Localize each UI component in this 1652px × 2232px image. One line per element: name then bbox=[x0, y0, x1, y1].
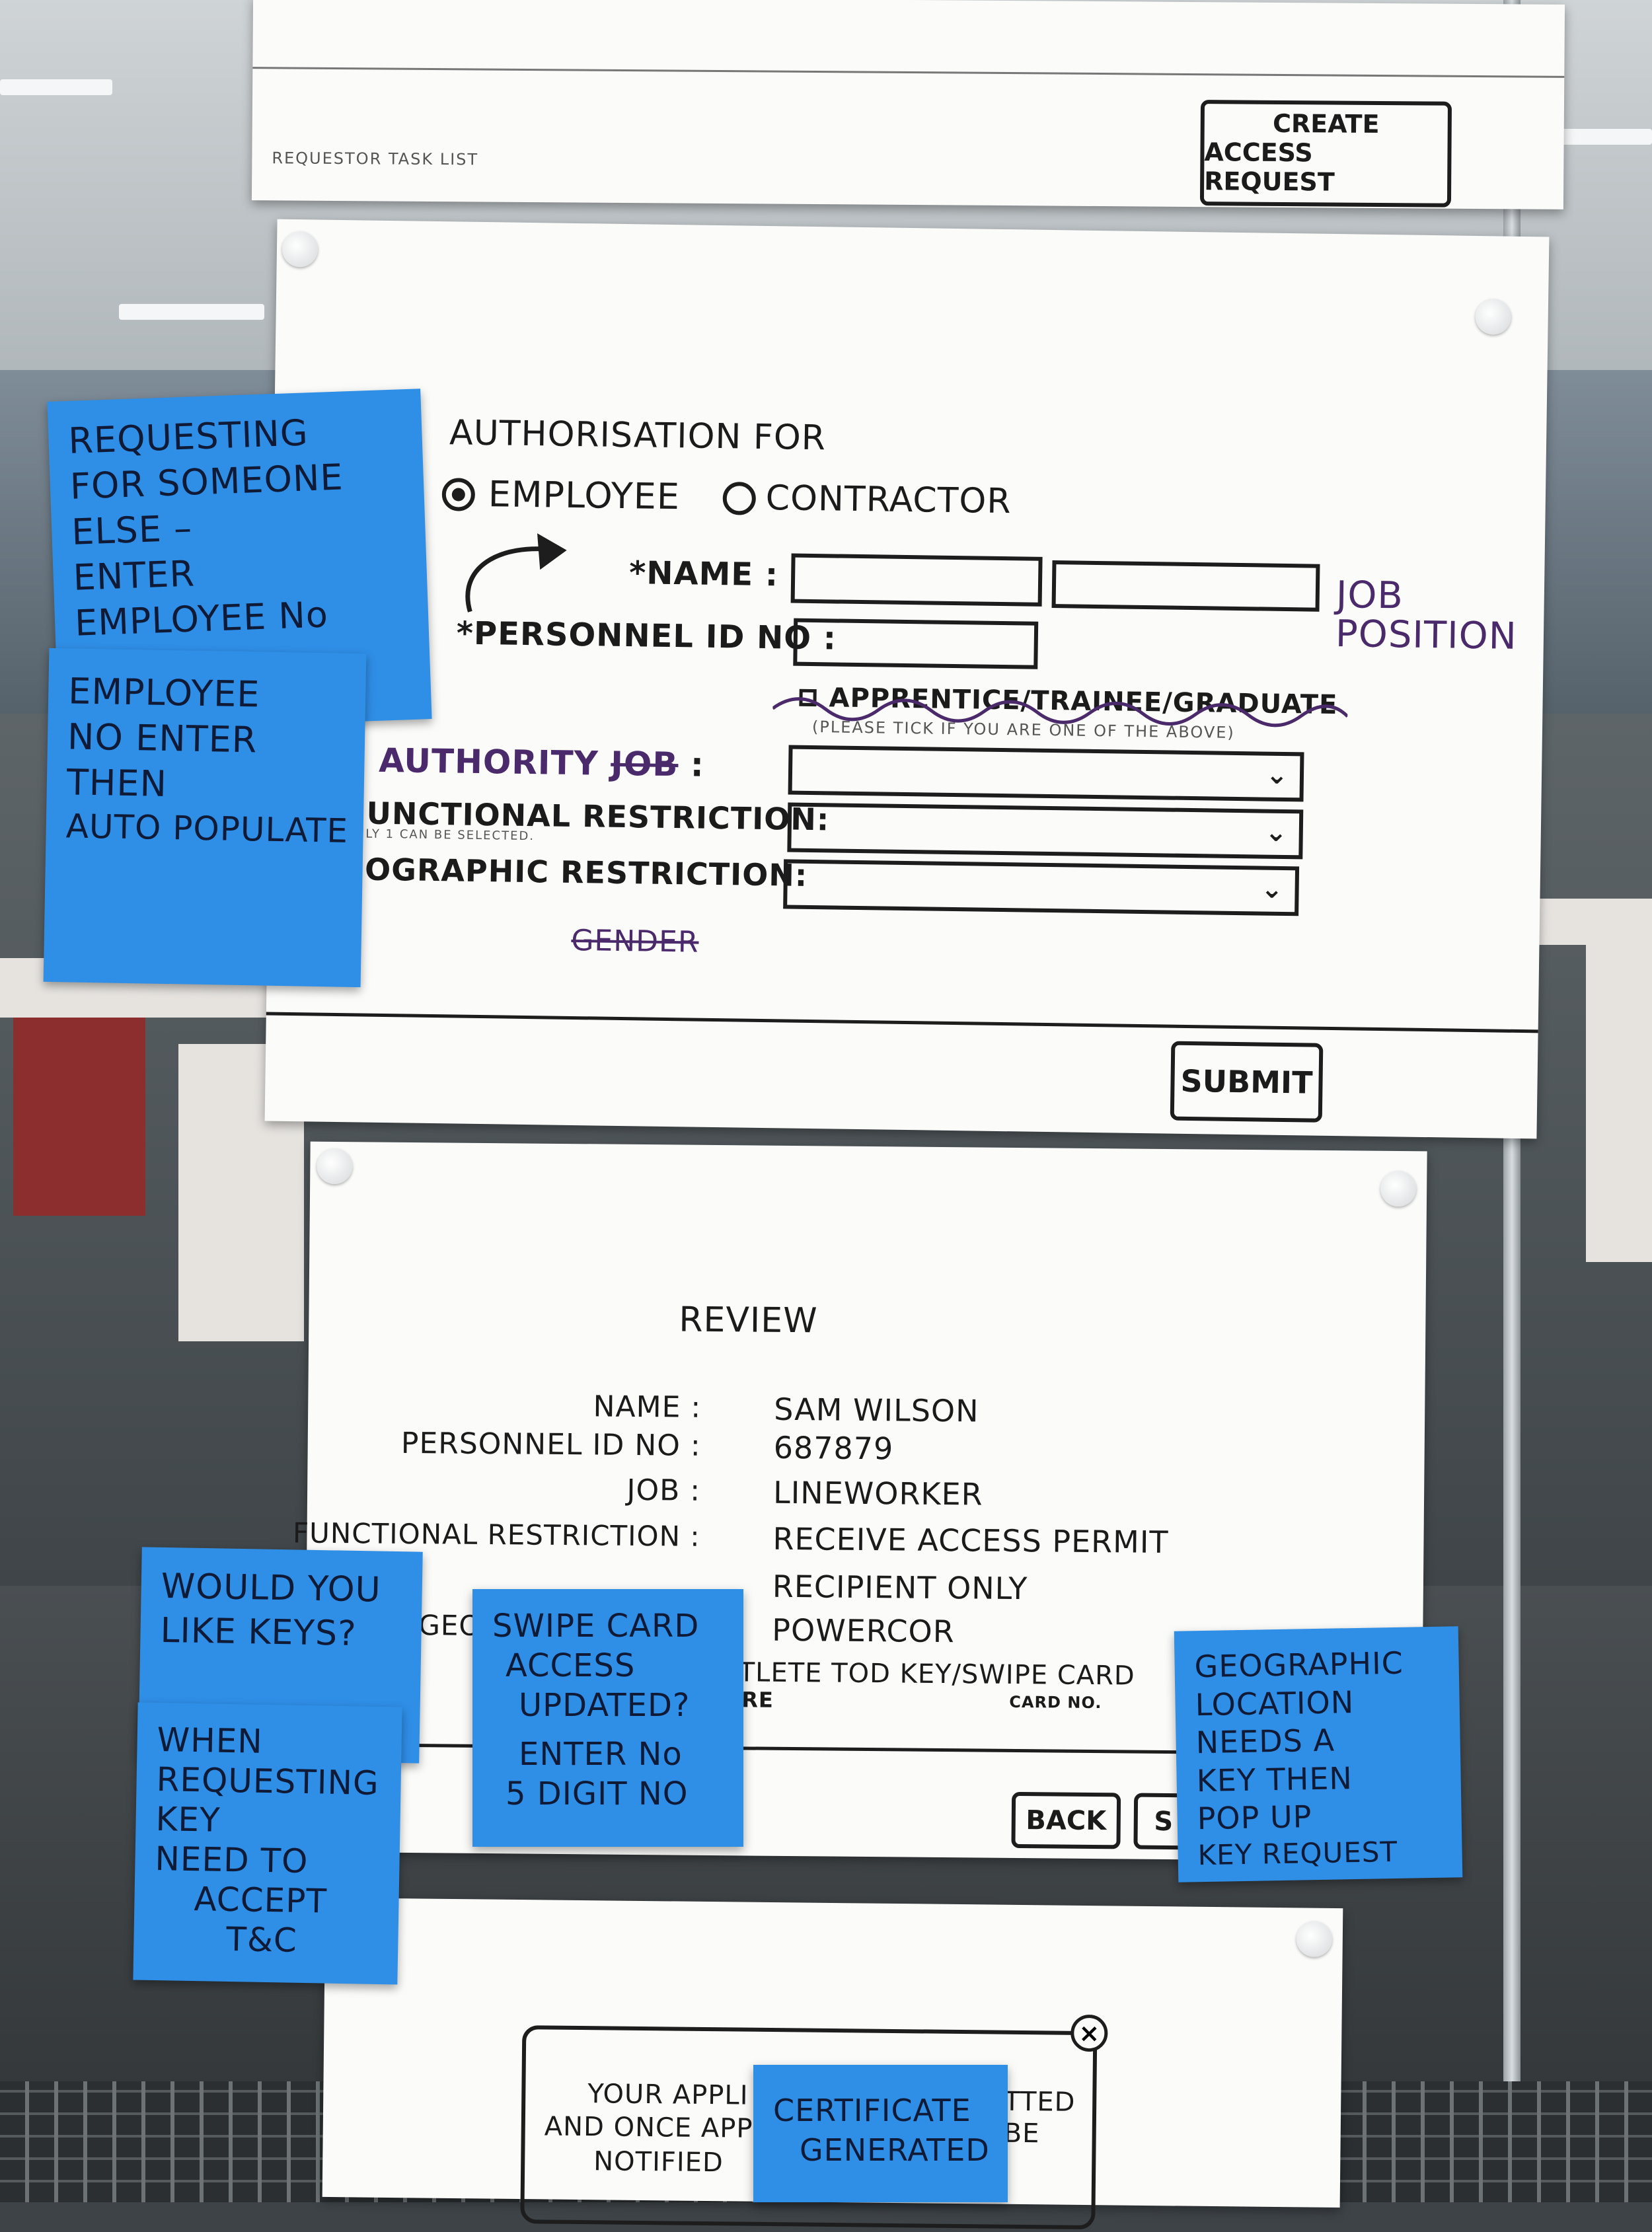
sticky-line: KEY THEN bbox=[1196, 1760, 1353, 1799]
sticky-line: GEOGRAPHIC bbox=[1194, 1645, 1404, 1685]
sticky-line: ENTER No bbox=[519, 1736, 683, 1773]
sticky-line: KEY REQUEST bbox=[1197, 1835, 1398, 1871]
last-name-field[interactable] bbox=[1051, 560, 1320, 612]
sticky-note-swipe-card: SWIPE CARD ACCESS UPDATED? ENTER No 5 DI… bbox=[472, 1589, 743, 1847]
chevron-down-icon: ⌄ bbox=[1264, 817, 1288, 848]
sticky-note-geographic: GEOGRAPHIC LOCATION NEEDS A KEY THEN POP… bbox=[1174, 1626, 1463, 1882]
sticky-note-certificate: CERTIFICATE GENERATED bbox=[753, 2065, 1008, 2202]
review-label: FUNCTIONAL RESTRICTION : bbox=[292, 1516, 700, 1553]
authorisation-form-sheet: AUTHORISATION FOR EMPLOYEE CONTRACTOR *N… bbox=[264, 219, 1550, 1139]
position-note-line: POSITION bbox=[1335, 612, 1518, 658]
sticky-line: NEEDS A bbox=[1195, 1722, 1335, 1761]
submit-button[interactable]: SUBMIT bbox=[1170, 1041, 1324, 1123]
sticky-line: NO ENTER bbox=[67, 716, 258, 761]
struck-gender-option: GENDER bbox=[571, 923, 699, 959]
sticky-line: LIKE KEYS? bbox=[160, 1610, 357, 1654]
authority-select[interactable]: ⌄ bbox=[788, 745, 1304, 802]
review-value: POWERCOR bbox=[772, 1612, 955, 1650]
card-no-note: CARD NO. bbox=[1009, 1692, 1102, 1713]
confirmation-text-left: AND ONCE APP bbox=[544, 2111, 753, 2144]
functional-hint: ONLY 1 CAN BE SELECTED. bbox=[344, 827, 535, 844]
sticky-line: 5 DIGIT NO bbox=[506, 1775, 689, 1812]
review-value: RECIPIENT ONLY bbox=[772, 1568, 1028, 1607]
scribble-line bbox=[772, 697, 1348, 727]
sticky-line: THEN bbox=[66, 761, 168, 805]
sticky-line: CERTIFICATE bbox=[773, 2093, 971, 2128]
sticky-line: WOULD YOU bbox=[161, 1566, 382, 1610]
employee-radio[interactable] bbox=[441, 478, 476, 511]
sticky-line: T&C bbox=[225, 1919, 298, 1960]
review-label: PERSONNEL ID NO : bbox=[400, 1426, 701, 1463]
review-value: RECEIVE ACCESS PERMIT bbox=[772, 1520, 1169, 1561]
personnel-id-field[interactable] bbox=[793, 618, 1039, 669]
geographic-restriction-select[interactable]: ⌄ bbox=[783, 859, 1300, 916]
ceiling-light bbox=[1553, 129, 1652, 145]
review-value: SAM WILSON bbox=[773, 1391, 979, 1429]
form-heading: AUTHORISATION FOR bbox=[449, 413, 827, 459]
functional-restriction-select[interactable]: ⌄ bbox=[787, 802, 1304, 860]
struck-job-text: JOB bbox=[610, 744, 679, 784]
desk-drawer bbox=[1586, 945, 1652, 1262]
employee-label: EMPLOYEE bbox=[488, 473, 681, 518]
back-button[interactable]: BACK bbox=[1011, 1791, 1121, 1849]
first-name-field[interactable] bbox=[790, 553, 1043, 607]
create-access-request-button[interactable]: CREATE ACCESS REQUEST bbox=[1199, 100, 1452, 207]
pin bbox=[317, 1148, 353, 1185]
review-value: 687879 bbox=[773, 1429, 894, 1467]
review-value: LINEWORKER bbox=[772, 1474, 983, 1512]
pin bbox=[1475, 298, 1512, 335]
tasklist-label: REQUESTOR TASK LIST bbox=[272, 149, 479, 169]
review-label: NAME : bbox=[593, 1390, 702, 1425]
sticky-line: UPDATED? bbox=[519, 1687, 691, 1724]
form-footer-divider bbox=[266, 1012, 1538, 1033]
desk-cabinet bbox=[13, 1018, 145, 1216]
access-request-label: ACCESS REQUEST bbox=[1204, 137, 1335, 197]
chevron-down-icon: ⌄ bbox=[1260, 874, 1283, 905]
sticky-line: KEY bbox=[155, 1800, 221, 1840]
divider bbox=[252, 67, 1565, 78]
chevron-down-icon: ⌄ bbox=[1265, 759, 1289, 791]
pin bbox=[1296, 1921, 1333, 1957]
sticky-line: ACCESS bbox=[506, 1647, 636, 1684]
sticky-note-employee-no: EMPLOYEE NO ENTER THEN AUTO POPULATE bbox=[43, 648, 367, 988]
pin bbox=[282, 231, 319, 268]
confirmation-text-right: BE bbox=[1003, 2118, 1040, 2149]
sticky-line: AUTO POPULATE bbox=[65, 807, 349, 851]
name-label: *NAME : bbox=[628, 554, 779, 594]
sticky-line: POP UP bbox=[1197, 1799, 1312, 1837]
sticky-line: GENERATED bbox=[800, 2132, 990, 2168]
confirmation-text-left: YOUR APPLI bbox=[587, 2079, 749, 2111]
tasklist-sheet: REQUESTOR TASK LIST CREATE ACCESS REQUES… bbox=[251, 0, 1565, 209]
create-label: CREATE bbox=[1272, 109, 1380, 139]
ceiling-light bbox=[119, 304, 264, 320]
confirmation-text-right: TTED bbox=[1003, 2086, 1076, 2118]
authority-text: AUTHORITY bbox=[378, 741, 599, 783]
job-position-note: JOB POSITION bbox=[1335, 574, 1518, 658]
confirmation-text-left: NOTIFIED bbox=[593, 2146, 724, 2178]
sticky-line: SWIPE CARD bbox=[492, 1608, 700, 1645]
sticky-line: NEED TO bbox=[155, 1840, 309, 1881]
authority-label: AUTHORITY JOB : bbox=[378, 741, 705, 784]
ceiling-light bbox=[0, 79, 112, 95]
review-title: REVIEW bbox=[679, 1300, 818, 1341]
sticky-line: EMPLOYEE bbox=[67, 670, 261, 716]
contractor-label: CONTRACTOR bbox=[765, 478, 1012, 522]
swipe-card-line-2: RE bbox=[741, 1687, 774, 1713]
contractor-radio[interactable] bbox=[722, 482, 757, 515]
job-note-line: JOB bbox=[1335, 574, 1404, 618]
sticky-line: ACCEPT bbox=[194, 1880, 328, 1921]
sticky-line: LOCATION bbox=[1195, 1684, 1355, 1723]
swipe-card-line: TLETE TOD KEY/SWIPE CARD bbox=[738, 1657, 1135, 1692]
personnel-id-label: *PERSONNEL ID NO : bbox=[456, 614, 837, 657]
arrow-icon bbox=[465, 533, 567, 613]
sticky-line: WHEN bbox=[157, 1721, 264, 1761]
close-icon[interactable]: × bbox=[1070, 2014, 1108, 2052]
geographic-restriction-label: *GEOGRAPHIC RESTRICTION: bbox=[301, 850, 808, 893]
sticky-line: REQUESTING bbox=[156, 1760, 380, 1803]
review-label: JOB : bbox=[626, 1473, 701, 1508]
pin bbox=[1380, 1170, 1417, 1207]
sticky-note-requesting-key: WHEN REQUESTING KEY NEED TO ACCEPT T&C bbox=[133, 1702, 402, 1985]
